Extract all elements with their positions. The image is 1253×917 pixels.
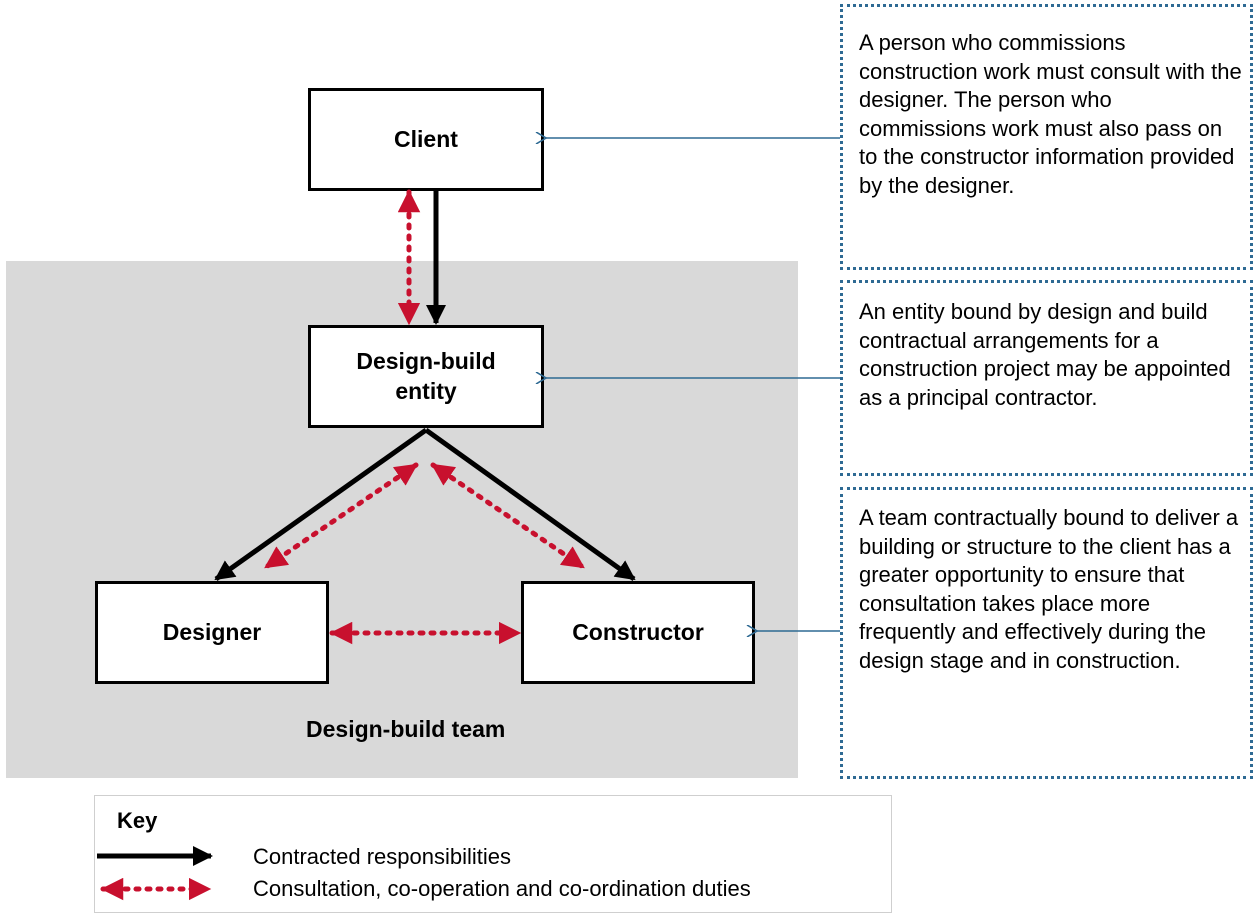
- legend: Key Contracted responsibilities Consulta…: [94, 795, 892, 913]
- design-build-entity-label: Design-build entity: [356, 347, 496, 404]
- client-note: A person who commissions construction wo…: [840, 4, 1253, 270]
- constructor-note-text: A team contractually bound to deliver a …: [859, 505, 1239, 673]
- contract-arrow-entity-to-designer: [214, 427, 428, 582]
- consultation-arrow-entity-constructor: [430, 462, 586, 570]
- client-label: Client: [394, 125, 458, 152]
- designer-label: Designer: [162, 618, 262, 645]
- constructor-box: Constructor: [521, 581, 755, 684]
- design-build-entity-note-text: An entity bound by design and build cont…: [859, 299, 1231, 410]
- design-build-entity-note: An entity bound by design and build cont…: [840, 280, 1253, 476]
- design-build-team-label: Design-build team: [306, 716, 506, 742]
- legend-consultation-label: Consultation, co-operation and co-ordina…: [253, 876, 751, 901]
- client-box: Client: [308, 88, 544, 191]
- consultation-arrow-entity-designer: [263, 462, 419, 570]
- constructor-label: Constructor: [572, 618, 704, 645]
- contract-arrow-entity-to-constructor: [424, 427, 636, 582]
- legend-contract-label: Contracted responsibilities: [253, 844, 512, 869]
- client-note-text: A person who commissions construction wo…: [859, 30, 1242, 198]
- legend-title: Key: [117, 808, 158, 833]
- constructor-note: A team contractually bound to deliver a …: [840, 487, 1253, 779]
- designer-box: Designer: [95, 581, 329, 684]
- legend-symbols: [97, 846, 213, 901]
